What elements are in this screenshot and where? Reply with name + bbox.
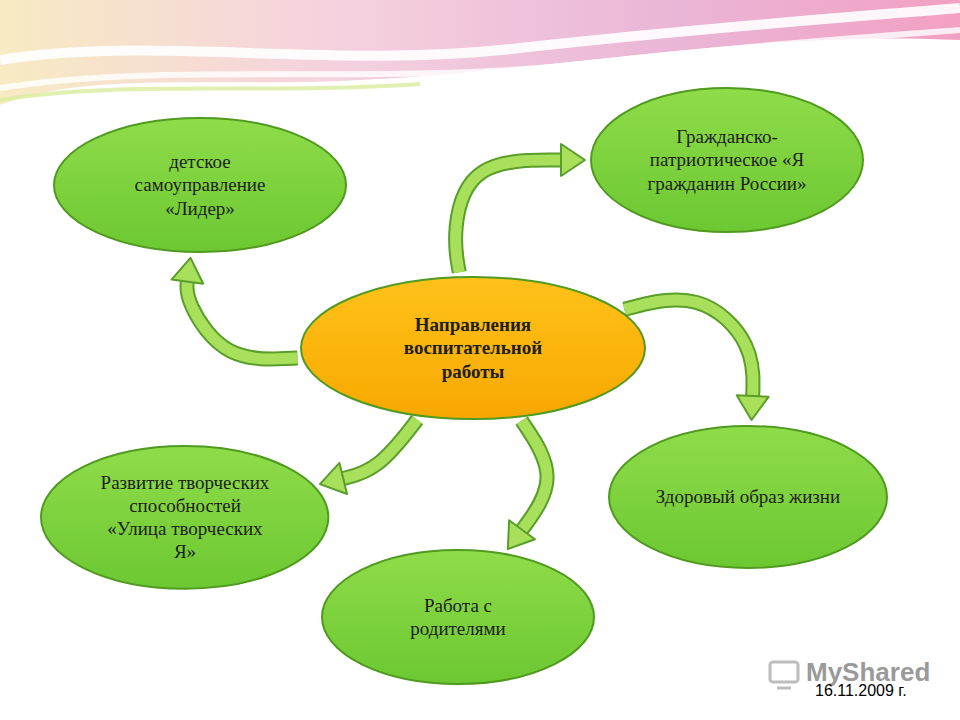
ellipse-node: Здоровый образ жизни: [608, 425, 888, 569]
ellipse-node: детское самоуправление «Лидер»: [53, 117, 347, 253]
arrow-head: [737, 395, 769, 420]
curved-arrow: [508, 421, 547, 549]
node-text: Направления воспитательной работы: [373, 313, 573, 383]
ellipse-node: Работа с родителями: [321, 549, 595, 685]
node-text: детское самоуправление «Лидер»: [110, 150, 290, 220]
arrow-outline: [521, 421, 547, 532]
ellipse-outline: [40, 445, 329, 590]
arrow-head: [561, 144, 585, 176]
arrow-body: [341, 420, 417, 479]
ellipse-outline: [321, 549, 595, 685]
watermark-icon: [770, 662, 798, 688]
curved-arrow: [172, 258, 298, 359]
arrow-outline: [456, 160, 563, 272]
arrow-body: [521, 421, 547, 532]
node-text: Здоровый образ жизни: [648, 485, 848, 508]
arrow-outline: [341, 420, 417, 479]
arrow-outline: [187, 280, 298, 359]
curved-arrow: [456, 144, 585, 272]
curved-arrow: [624, 300, 768, 420]
node-text: Работа с родителями: [393, 594, 523, 640]
node-text: Развитие творческих способностей «Улица …: [97, 471, 272, 564]
arrow-body: [456, 160, 563, 272]
curved-arrow: [320, 420, 417, 494]
ellipse-node: Развитие творческих способностей «Улица …: [40, 445, 329, 590]
arrow-head: [320, 463, 347, 494]
ellipse-node: Гражданско-патриотическое «Я гражданин Р…: [590, 87, 864, 233]
arrow-head: [508, 520, 535, 549]
node-text: Гражданско-патриотическое «Я гражданин Р…: [632, 125, 822, 195]
central-ellipse: Направления воспитательной работы: [300, 276, 646, 420]
arrow-head: [172, 258, 204, 284]
arrow-body: [187, 280, 298, 359]
date-label: 16.11.2009 г.: [815, 682, 907, 700]
